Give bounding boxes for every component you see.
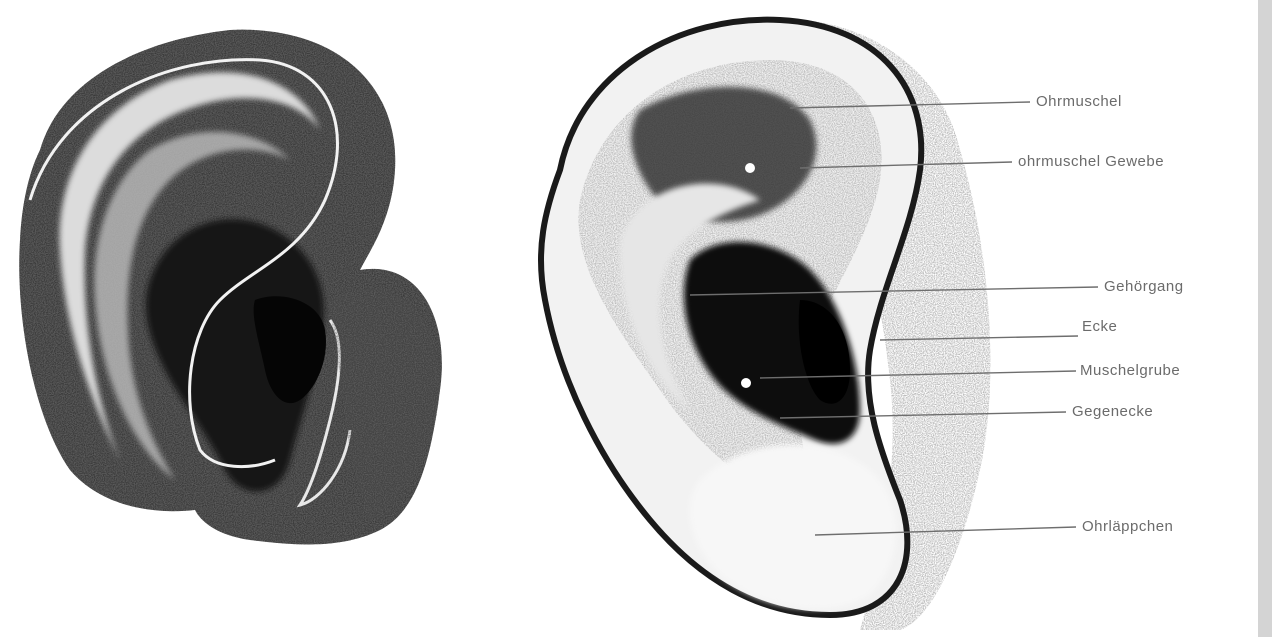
label-gegenecke: Gegenecke — [1072, 403, 1153, 420]
marker-dot-lower — [741, 378, 751, 388]
label-ohrlaeppchen: Ohrläppchen — [1082, 518, 1173, 535]
label-muschelgrube: Muschelgrube — [1080, 362, 1180, 379]
edge-strip — [1258, 0, 1272, 637]
label-ohrmuschel: Ohrmuschel — [1036, 93, 1122, 110]
label-ohrmuschel-gewebe: ohrmuschel Gewebe — [1018, 153, 1164, 170]
label-gehoergang: Gehörgang — [1104, 278, 1184, 295]
label-ecke: Ecke — [1082, 318, 1117, 335]
ear-illustration-right — [541, 19, 990, 630]
ear-illustration-left — [19, 30, 442, 545]
marker-dot-upper — [745, 163, 755, 173]
